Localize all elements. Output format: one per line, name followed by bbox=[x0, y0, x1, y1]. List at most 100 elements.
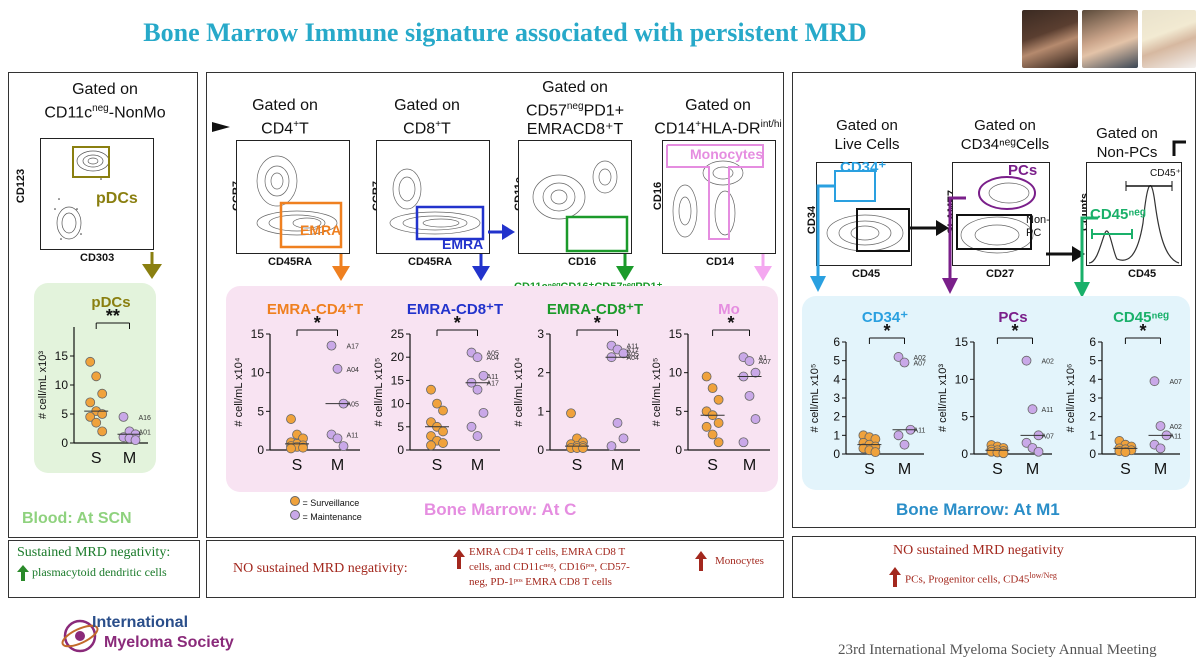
y-tick-label: 10 bbox=[391, 397, 405, 411]
data-point bbox=[97, 388, 108, 399]
y-tick-label: 15 bbox=[669, 327, 683, 341]
panel-m1-chart-bg bbox=[802, 296, 1190, 490]
significance-label: * bbox=[314, 313, 321, 333]
data-point bbox=[1155, 421, 1166, 431]
facs-plot-cd34neg bbox=[952, 162, 1050, 266]
cd45neg-gate-label: CD45ⁿᵉᵍ bbox=[1090, 206, 1146, 223]
y-axis-label: # cell/mL x10⁵ bbox=[373, 358, 385, 427]
emra-cd8-right-arrow bbox=[488, 222, 516, 247]
data-point bbox=[750, 414, 761, 424]
point-annotation: A02 bbox=[914, 355, 927, 362]
data-point bbox=[332, 433, 343, 444]
data-point bbox=[97, 426, 108, 437]
cd45neg-arrow bbox=[1072, 216, 1102, 305]
x-tick-label: M bbox=[471, 457, 484, 474]
y-tick-label: 20 bbox=[391, 350, 405, 364]
chart-title: Mo bbox=[718, 301, 740, 318]
pcs-gate-label: PCs bbox=[1008, 162, 1038, 179]
y-tick-label: 25 bbox=[391, 327, 405, 341]
point-annotation: A05 bbox=[347, 402, 360, 409]
data-point bbox=[713, 394, 724, 405]
facs-plot-histogram bbox=[1086, 162, 1182, 266]
data-point bbox=[91, 417, 102, 428]
y-tick-label: 3 bbox=[537, 327, 544, 341]
y-tick-label: 1 bbox=[1089, 428, 1096, 442]
data-point bbox=[701, 421, 712, 432]
panel-blood bbox=[8, 72, 198, 538]
facs-ylabel-cd123: CD123 bbox=[15, 168, 28, 204]
data-point bbox=[332, 363, 343, 374]
point-annotation: A05 bbox=[627, 351, 640, 358]
significance-label: * bbox=[883, 321, 890, 341]
y-tick-label: 10 bbox=[669, 366, 683, 380]
data-point bbox=[438, 426, 448, 437]
cd45pos-gate-label: CD45⁺ bbox=[1150, 168, 1181, 179]
gate-label-cd11c: Gated on CD11cneg-NonMo bbox=[44, 81, 166, 122]
y-tick-label: 0 bbox=[537, 443, 544, 457]
panel-c-chart-bg bbox=[226, 286, 778, 492]
panel-c-footer: Bone Marrow: At C bbox=[424, 500, 577, 519]
legend-maintenance: = Maintenance bbox=[290, 510, 362, 524]
summary-sustained: Sustained MRD negativity: plasmacytoid d… bbox=[8, 540, 200, 598]
point-annotation: A01 bbox=[139, 429, 152, 436]
significance-label: * bbox=[594, 313, 601, 333]
data-point bbox=[566, 408, 576, 419]
data-point bbox=[1033, 446, 1044, 457]
data-point bbox=[85, 411, 96, 422]
facs-plot-pdc bbox=[40, 138, 154, 250]
x-tick-label: S bbox=[572, 457, 583, 474]
data-point bbox=[1149, 376, 1160, 387]
y-tick-label: 5 bbox=[397, 420, 404, 434]
monocytes-gate-label: Monocytes bbox=[690, 146, 764, 162]
facs-xlabel-cd45-2: CD45 bbox=[1128, 268, 1157, 280]
data-point bbox=[744, 390, 755, 401]
y-axis-label: # cell/mL x10⁴ bbox=[513, 357, 525, 426]
summary-no-sustained-c: NO sustained MRD negativity: EMRA CD4 T … bbox=[206, 540, 784, 598]
data-point bbox=[750, 367, 761, 378]
x-tick-label: S bbox=[864, 461, 875, 478]
chart-title: PCs bbox=[998, 309, 1027, 326]
facs-contour-pdc bbox=[54, 146, 110, 240]
y-tick-label: 15 bbox=[251, 327, 265, 341]
y-tick-label: 2 bbox=[833, 410, 840, 424]
significance-label: * bbox=[1139, 321, 1146, 341]
data-point bbox=[870, 447, 881, 458]
significance-label: * bbox=[728, 313, 735, 333]
data-point bbox=[1027, 404, 1038, 415]
point-annotation: A04 bbox=[627, 355, 640, 362]
facs-xlabel-cd303: CD303 bbox=[80, 252, 115, 264]
y-tick-label: 0 bbox=[1089, 447, 1096, 461]
summary-sustained-item: plasmacytoid dendritic cells bbox=[17, 565, 191, 582]
pdc-gate-box bbox=[72, 146, 110, 178]
emra-cd57-arrow bbox=[614, 254, 636, 287]
x-tick-label: M bbox=[898, 461, 911, 478]
data-point bbox=[438, 405, 448, 416]
facs-xlabel-cd45ra-2: CD45RA bbox=[408, 256, 453, 268]
point-annotation: A07 bbox=[914, 361, 927, 368]
data-point bbox=[893, 352, 904, 362]
point-annotation: A1 bbox=[759, 355, 768, 362]
slide-title: Bone Marrow Immune signature associated … bbox=[143, 18, 867, 47]
y-tick-label: 0 bbox=[397, 443, 404, 457]
data-point bbox=[472, 352, 483, 363]
data-point bbox=[618, 433, 629, 444]
x-tick-label: M bbox=[1154, 461, 1167, 478]
ims-logo: International Myeloma Society bbox=[60, 612, 280, 660]
significance-label: ** bbox=[106, 306, 120, 326]
pdc-gate-label: pDCs bbox=[96, 190, 138, 207]
point-annotation: A17 bbox=[627, 347, 640, 354]
y-tick-label: 5 bbox=[833, 354, 840, 368]
corner-bracket-icon bbox=[1172, 140, 1188, 163]
point-annotation: A11 bbox=[627, 344, 639, 351]
data-point bbox=[578, 443, 588, 453]
facs-xlabel-cd45-1: CD45 bbox=[852, 268, 881, 280]
data-point bbox=[478, 370, 489, 381]
